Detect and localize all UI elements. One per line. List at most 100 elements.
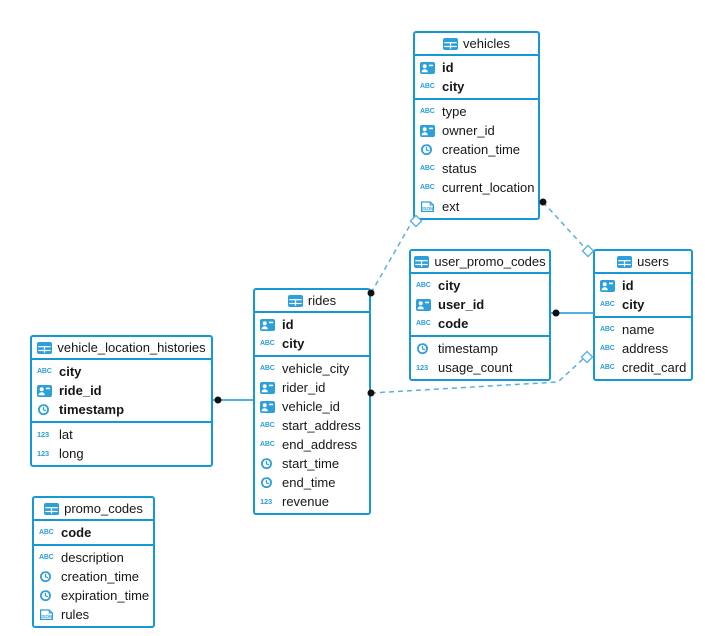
relation-diamond-marker — [580, 350, 594, 364]
table-header[interactable]: vehicle_location_histories — [32, 337, 211, 360]
column-name: end_address — [282, 437, 358, 452]
column-name: rider_id — [282, 380, 326, 395]
string-type-icon: ABC — [260, 365, 275, 372]
column-row-creation_time[interactable]: creation_time — [415, 140, 538, 159]
svg-text:JSON: JSON — [40, 614, 52, 619]
column-row-city[interactable]: ABC city — [411, 276, 549, 295]
relation-line[interactable] — [542, 201, 586, 249]
table-header[interactable]: vehicles — [415, 33, 538, 56]
table-header[interactable]: promo_codes — [34, 498, 153, 521]
column-name: city — [622, 297, 645, 312]
column-row-start_time[interactable]: start_time — [255, 454, 369, 473]
column-row-id[interactable]: id — [255, 315, 369, 334]
column-name: city — [59, 364, 82, 379]
table-title: user_promo_codes — [434, 254, 546, 269]
column-row-id[interactable]: id — [415, 58, 538, 77]
column-name: city — [438, 278, 461, 293]
clock-type-icon — [260, 476, 278, 489]
relation-diamond-marker — [581, 244, 595, 258]
column-name: creation_time — [442, 142, 521, 157]
string-type-icon: ABC — [420, 108, 435, 115]
number-type-icon: 123 — [416, 362, 428, 372]
id-card-type-icon — [420, 124, 438, 137]
id-card-type-icon — [416, 298, 434, 311]
column-row-user_id[interactable]: user_id — [411, 295, 549, 314]
column-row-end_address[interactable]: ABC end_address — [255, 435, 369, 454]
relation-user_promo_codes-users[interactable] — [551, 309, 593, 317]
string-type-icon: ABC — [600, 364, 615, 371]
number-type-icon: 123 — [260, 496, 272, 506]
column-row-vehicle_city[interactable]: ABC vehicle_city — [255, 359, 369, 378]
column-row-end_time[interactable]: end_time — [255, 473, 369, 492]
relation-users-vehicles[interactable] — [539, 198, 595, 258]
relation-dot-marker — [214, 396, 222, 404]
column-name: end_time — [282, 475, 336, 490]
column-name: vehicle_city — [282, 361, 350, 376]
relation-line[interactable] — [370, 219, 414, 294]
column-name: ext — [442, 199, 460, 214]
string-type-icon: ABC — [416, 282, 431, 289]
table-header[interactable]: rides — [255, 290, 369, 313]
relation-dot-marker — [552, 309, 560, 317]
column-row-timestamp[interactable]: timestamp — [411, 339, 549, 358]
column-name: creation_time — [61, 569, 140, 584]
id-card-type-icon — [260, 318, 278, 331]
column-row-vehicle_id[interactable]: vehicle_id — [255, 397, 369, 416]
column-row-id[interactable]: id — [595, 276, 691, 295]
table-header[interactable]: user_promo_codes — [411, 251, 549, 274]
column-row-ride_id[interactable]: ride_id — [32, 381, 211, 400]
string-type-icon: ABC — [260, 441, 275, 448]
column-row-timestamp[interactable]: timestamp — [32, 400, 211, 419]
column-name: user_id — [438, 297, 485, 312]
column-row-owner_id[interactable]: owner_id — [415, 121, 538, 140]
table-header[interactable]: users — [595, 251, 691, 274]
string-type-icon: ABC — [420, 165, 435, 172]
relation-dot-marker — [539, 198, 547, 206]
column-name: id — [282, 317, 294, 332]
column-row-creation_time[interactable]: creation_time — [34, 567, 153, 586]
string-type-icon: ABC — [39, 529, 54, 536]
column-row-rider_id[interactable]: rider_id — [255, 378, 369, 397]
clock-type-icon — [37, 403, 55, 416]
column-name: owner_id — [442, 123, 495, 138]
relation-vehicle_location_histories-rides[interactable] — [213, 396, 253, 404]
table-icon — [37, 341, 53, 354]
column-name: address — [622, 341, 669, 356]
id-card-type-icon — [420, 61, 438, 74]
column-name: current_location — [442, 180, 535, 195]
clock-type-icon — [260, 457, 278, 470]
clock-type-icon — [420, 143, 438, 156]
column-row-expiration_time[interactable]: expiration_time — [34, 586, 153, 605]
